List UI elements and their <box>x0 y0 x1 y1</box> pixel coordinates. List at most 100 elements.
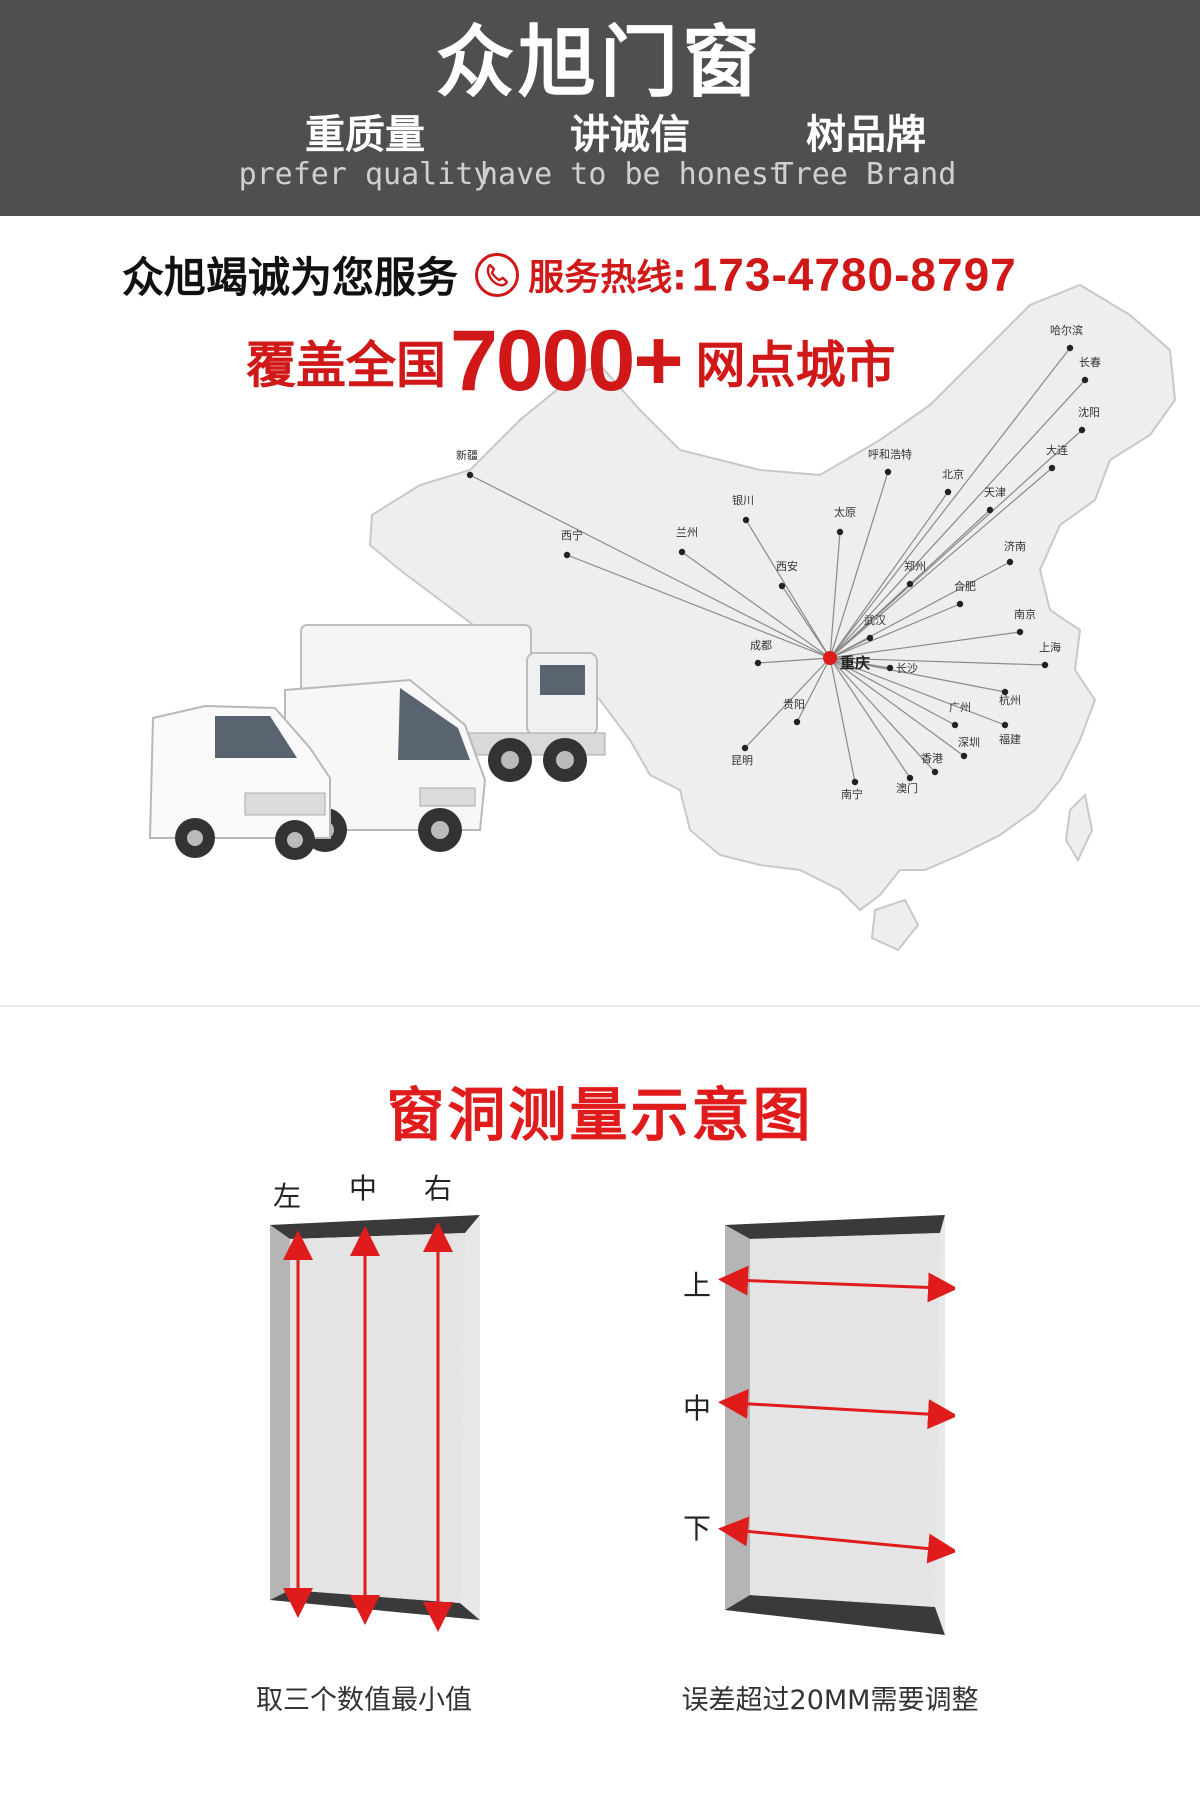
route-line <box>829 561 1011 659</box>
city-label: 武汉 <box>864 614 886 627</box>
city-label: 贵阳 <box>783 698 805 711</box>
city-dot <box>836 528 844 536</box>
city-dot <box>754 659 762 667</box>
header-banner: 众旭门窗 重质量 prefer quality 讲诚信 have to be h… <box>0 0 1200 216</box>
route-line <box>781 585 831 659</box>
city-label: 香港 <box>921 752 943 765</box>
route-line <box>829 637 871 659</box>
city-dot <box>986 506 994 514</box>
city-label: 昆明 <box>731 754 753 767</box>
coverage-suffix: 网点城市 <box>695 336 896 395</box>
coverage-headline: 覆盖全国7000+网点城市 <box>246 312 896 409</box>
route-line <box>566 554 831 659</box>
height-measure-diagram <box>270 1215 480 1632</box>
hub-marker <box>823 651 837 665</box>
delivery-van <box>284 678 487 852</box>
city-dot <box>960 752 968 760</box>
phone-icon <box>475 252 520 297</box>
city-label: 上海 <box>1039 640 1061 654</box>
city-label: 兰州 <box>676 526 698 539</box>
hotline-number[interactable]: 173-4780-8797 <box>691 248 1017 301</box>
route-line <box>829 491 949 659</box>
city-dot <box>678 548 686 556</box>
city-dot <box>741 744 749 752</box>
hainan-island <box>870 898 920 952</box>
width-arrow-bottom <box>718 1516 955 1564</box>
route-line <box>829 583 911 659</box>
label-top: 上 <box>683 1269 712 1302</box>
slogan-quality: 重质量 prefer quality <box>215 112 515 192</box>
city-dot <box>778 582 786 590</box>
route-line <box>829 657 891 669</box>
label-right: 右 <box>424 1172 453 1205</box>
route-line <box>757 657 831 664</box>
label-center: 中 <box>683 1392 712 1425</box>
width-measure-diagram <box>718 1215 955 1635</box>
slogan-en: Tree Brand <box>775 157 957 192</box>
width-arrow-top <box>718 1265 955 1303</box>
city-dot <box>466 471 474 479</box>
city-dot <box>1041 661 1049 669</box>
city-dot <box>1001 721 1009 729</box>
height-diagram-caption: 取三个数值最小值 <box>256 1685 472 1716</box>
city-label: 哈尔滨 <box>1050 323 1083 337</box>
slogan-en: prefer quality <box>238 157 492 192</box>
coverage-prefix: 覆盖全国 <box>246 336 446 395</box>
city-label: 杭州 <box>999 693 1021 707</box>
city-label: 长沙 <box>896 662 918 675</box>
route-line <box>829 657 936 773</box>
route-line <box>829 467 1053 659</box>
city-dot <box>1048 464 1056 472</box>
delivery-car <box>148 704 331 860</box>
route-line <box>829 657 1046 666</box>
slogan-cn: 树品牌 <box>806 112 926 158</box>
city-dot <box>886 664 894 672</box>
route-line <box>829 657 856 783</box>
label-bottom: 下 <box>683 1512 712 1545</box>
city-dot <box>956 600 964 608</box>
city-dot <box>1078 426 1086 434</box>
city-dot <box>866 634 874 642</box>
city-label: 太原 <box>834 506 856 519</box>
city-label: 西安 <box>776 559 798 573</box>
city-dot <box>944 488 952 496</box>
city-label: 南宁 <box>841 787 863 801</box>
route-line <box>829 429 1083 659</box>
city-label: 成都 <box>750 639 772 652</box>
route-line <box>829 631 1021 659</box>
city-label: 郑州 <box>904 559 926 573</box>
city-label: 济南 <box>1004 539 1026 553</box>
route-line <box>829 347 1071 659</box>
measurement-title: 窗洞测量示意图 <box>386 1081 814 1149</box>
slogan-cn: 重质量 <box>305 112 425 158</box>
city-label: 福建 <box>999 732 1021 746</box>
slogan-en: have to be honest <box>480 157 788 192</box>
route-line <box>744 657 831 749</box>
city-dot <box>931 768 939 776</box>
city-label: 澳门 <box>896 781 918 795</box>
city-dot <box>1001 688 1009 696</box>
slogan-honest: 讲诚信 have to be honest <box>480 112 788 192</box>
city-dot <box>563 551 571 559</box>
route-line <box>745 519 831 659</box>
city-label: 呼和浩特 <box>868 447 912 461</box>
china-distribution-map: 哈尔滨长春沈阳大连呼和浩特北京天津济南新疆银川太原西宁兰州西安郑州合肥南京上海杭… <box>148 283 1177 952</box>
label-left: 左 <box>273 1180 302 1213</box>
city-dot <box>884 468 892 476</box>
city-label: 长春 <box>1079 356 1101 369</box>
route-line <box>469 474 831 659</box>
city-label: 西宁 <box>561 528 583 542</box>
taiwan-island <box>1064 792 1094 863</box>
route-line <box>829 471 889 659</box>
city-label: 合肥 <box>954 579 976 593</box>
route-line <box>829 657 956 726</box>
city-label: 银川 <box>732 493 754 507</box>
width-diagram-caption: 误差超过20MM需要调整 <box>681 1685 979 1716</box>
slogan-cn: 讲诚信 <box>570 112 690 158</box>
brand-title: 众旭门窗 <box>435 18 764 108</box>
route-line <box>829 657 911 779</box>
route-line <box>681 551 831 659</box>
city-dot <box>742 516 750 524</box>
delivery-routes <box>469 347 1086 783</box>
city-dot <box>1066 344 1074 352</box>
